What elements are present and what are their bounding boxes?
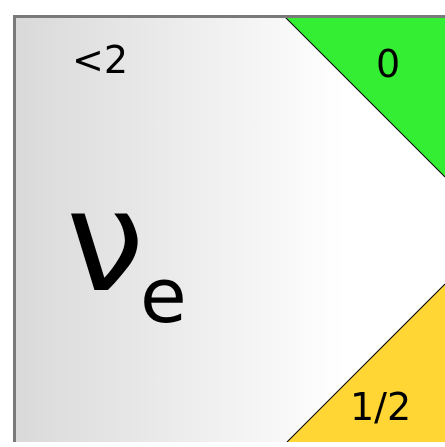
charge-label: 0 — [376, 42, 400, 86]
spin-label: 1/2 — [350, 385, 411, 429]
particle-symbol: ν — [66, 161, 144, 324]
particle-subscript: e — [140, 251, 187, 340]
mass-label: <2 — [72, 38, 128, 82]
